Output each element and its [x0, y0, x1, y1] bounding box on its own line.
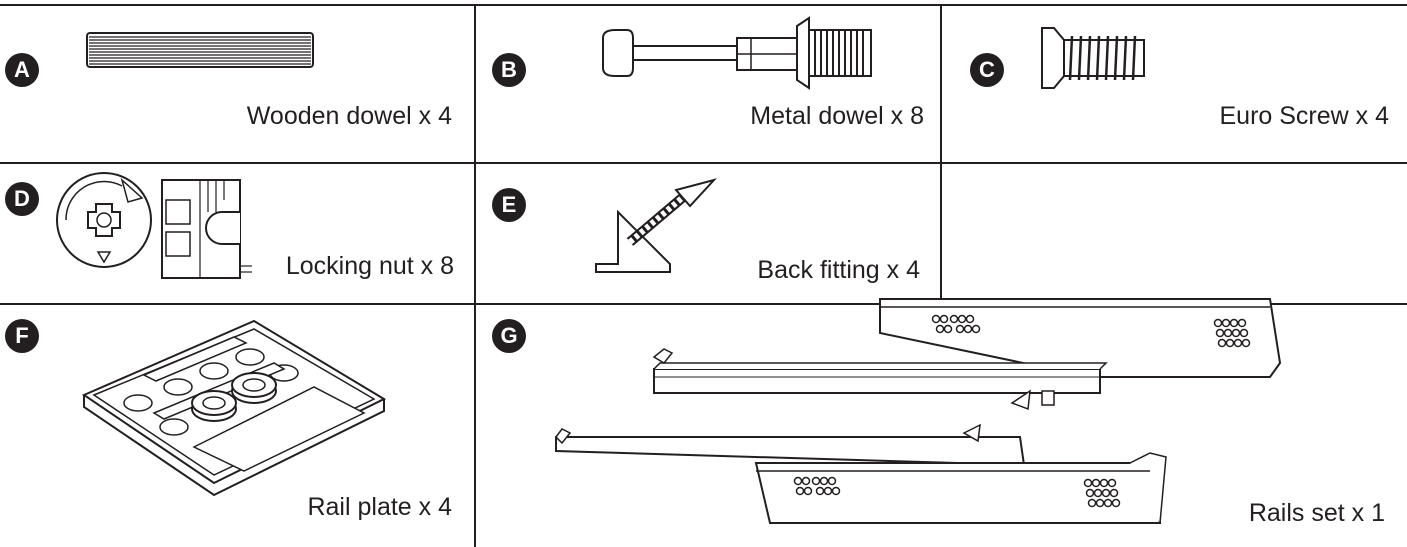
part-cell-e: E Back fitting x 4	[476, 164, 940, 303]
locking-nut-icon	[56, 172, 252, 279]
part-label-a: Wooden dowel x 4	[246, 102, 452, 130]
wooden-dowel-icon	[86, 32, 314, 68]
part-cell-b: B Metal dowel x 8	[476, 6, 940, 162]
part-label-d: Locking nut x 8	[285, 252, 454, 280]
part-badge-g: G	[492, 319, 526, 353]
grid-line-top	[0, 4, 1407, 6]
grid-line-col1	[474, 4, 476, 547]
part-badge-c: C	[970, 53, 1004, 87]
rails-set-icon	[555, 298, 1282, 524]
part-cell-a: A Wooden dowel x 4	[0, 6, 474, 162]
part-label-c: Euro Screw x 4	[1219, 102, 1389, 130]
part-cell-d: D Locking nut x 8	[0, 164, 474, 303]
grid-line-col2	[940, 4, 942, 304]
part-cell-c: C Euro Screw x 4	[942, 6, 1407, 162]
part-label-b: Metal dowel x 8	[750, 102, 924, 130]
part-badge-b: B	[492, 53, 526, 87]
part-cell-g: G	[476, 298, 1407, 547]
part-cell-f: F Rail plate x 4	[0, 305, 474, 547]
empty-cell	[942, 164, 1407, 303]
grid-line-row1	[0, 162, 1407, 164]
part-badge-f: F	[5, 319, 39, 353]
metal-dowel-icon	[602, 16, 872, 90]
euro-screw-icon	[1041, 27, 1145, 89]
part-badge-e: E	[492, 188, 526, 222]
grid-line-row2	[0, 303, 1407, 305]
part-label-g: Rails set x 1	[1248, 499, 1385, 527]
part-badge-d: D	[5, 182, 39, 216]
rail-plate-icon	[81, 319, 387, 497]
part-label-e: Back fitting x 4	[757, 256, 920, 284]
part-badge-a: A	[5, 53, 39, 87]
part-label-f: Rail plate x 4	[307, 493, 452, 521]
back-fitting-icon	[595, 178, 718, 273]
